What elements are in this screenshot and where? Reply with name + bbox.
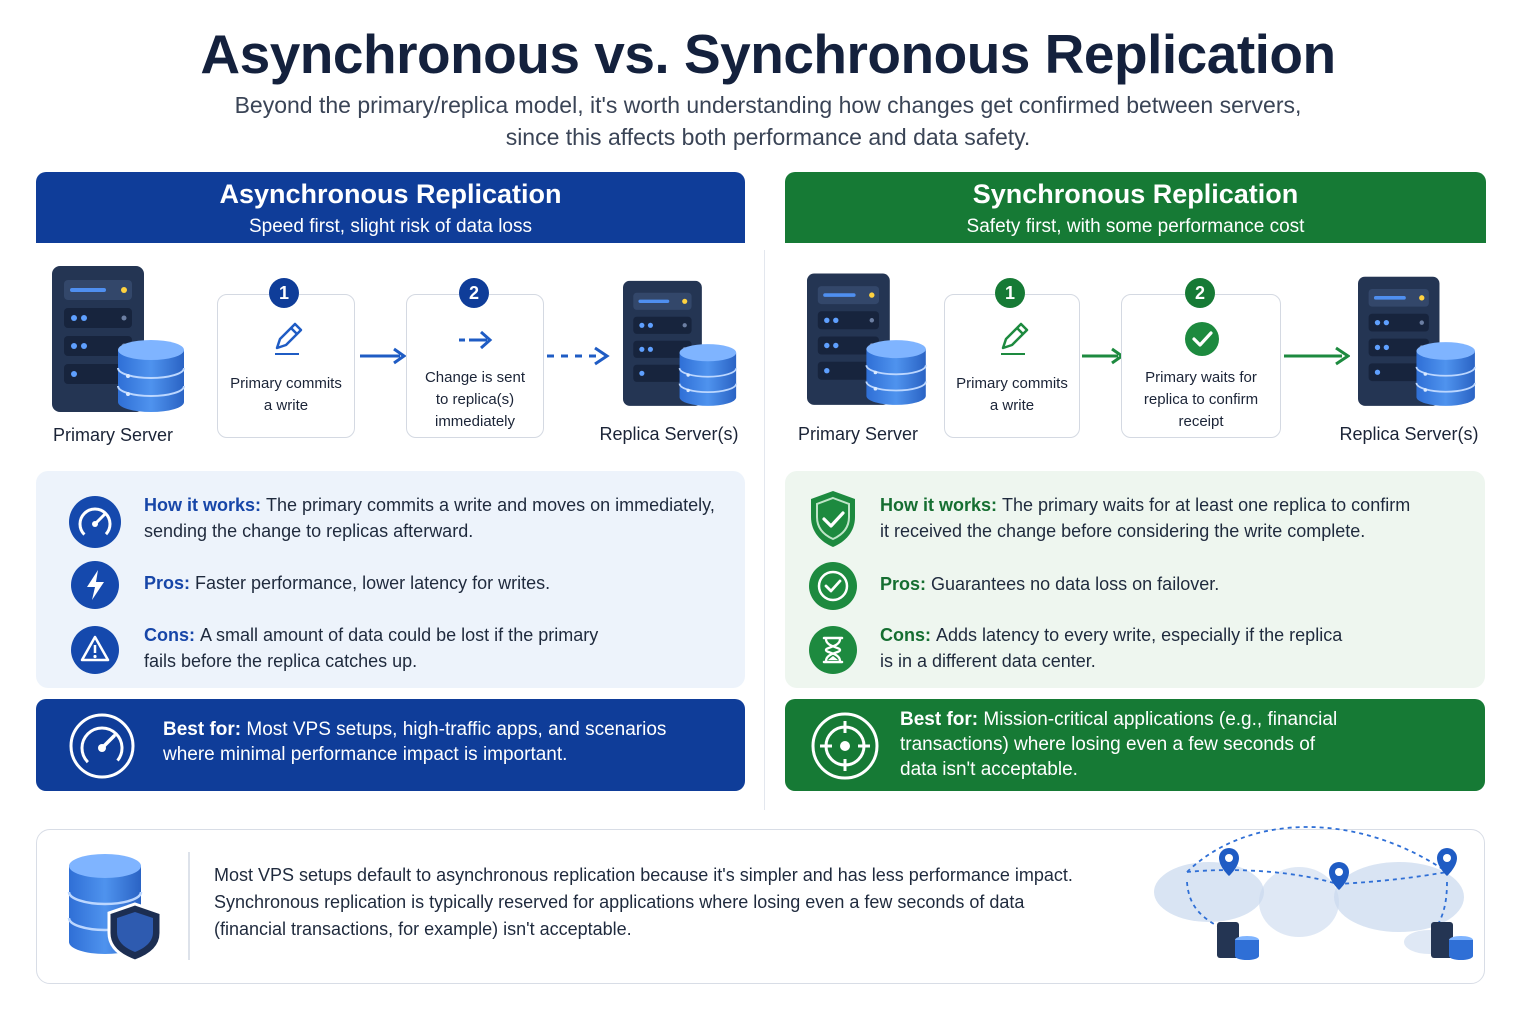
async-step-2: Change is sent to replica(s) immediately: [406, 294, 544, 438]
sync-cons-line-1: Adds latency to every write, especially …: [936, 625, 1343, 645]
async-step-2-badge: 2: [459, 278, 489, 308]
sync-best-text: Best for: Mission-critical applications …: [900, 707, 1337, 782]
async-header-subtitle: Speed first, slight risk of data loss: [248, 216, 532, 237]
sync-cons-line-2: is in a different data center.: [880, 651, 1096, 671]
sync-step-2-line-3: receipt: [1178, 413, 1224, 430]
pencil-icon: [269, 321, 305, 357]
page-title: Asynchronous vs. Synchronous Replication: [200, 23, 1336, 85]
sync-step-1: Primary commits a write: [944, 294, 1080, 438]
note-line-2: Synchronous replication is typically res…: [214, 892, 1025, 912]
sync-best-for-panel: Best for: Mission-critical applications …: [785, 699, 1485, 791]
async-step-2-line-1: Change is sent: [424, 369, 526, 386]
async-pros-label: Pros:: [144, 573, 191, 593]
sync-primary-server-icon: [807, 270, 933, 412]
sync-step-1-line-1: Primary commits: [956, 375, 1068, 392]
async-primary-server-label: Primary Server: [52, 425, 173, 445]
sync-step-2-badge: 2: [1185, 278, 1215, 308]
sync-step-1-line-2: a write: [989, 397, 1035, 414]
async-step-2-line-2: to replica(s): [435, 391, 515, 408]
sync-step-1-badge: 1: [995, 278, 1025, 308]
sync-best-line-2: transactions) where losing even a few se…: [900, 734, 1316, 755]
sync-how-row: How it works: The primary waits for at l…: [880, 492, 1410, 544]
sync-header: Synchronous Replication Safety first, wi…: [785, 172, 1486, 243]
check-circle-icon: [1184, 321, 1220, 357]
async-how-label: How it works:: [144, 495, 262, 515]
sync-pros-row: Pros: Guarantees no data loss on failove…: [880, 571, 1219, 597]
note-line-1: Most VPS setups default to asynchronous …: [214, 865, 1073, 885]
sync-cons-label: Cons:: [880, 625, 931, 645]
async-best-text: Best for: Most VPS setups, high-traffic …: [163, 717, 666, 767]
check-circle-icon: [808, 561, 858, 611]
sync-replica-server-label: Replica Server(s): [1339, 424, 1479, 444]
async-replica-server-icon: [623, 274, 743, 416]
async-step-1-line-1: Primary commits: [230, 375, 342, 392]
async-replica-server-label: Replica Server(s): [599, 424, 739, 444]
sync-arrow-2: [1282, 344, 1351, 373]
warning-icon: [70, 625, 120, 675]
sync-info-panel: How it works: The primary waits for at l…: [785, 471, 1485, 688]
world-map-replication-icon: [1129, 822, 1479, 982]
sync-arrow-1: [1080, 344, 1126, 373]
sync-best-line-1: Mission-critical applications (e.g., fin…: [983, 709, 1338, 730]
sync-step-2: Primary waits for replica to confirm rec…: [1121, 294, 1281, 438]
shield-check-icon: [807, 489, 859, 549]
gauge-icon: [68, 712, 136, 780]
async-best-line-1: Most VPS setups, high-traffic apps, and …: [246, 719, 667, 740]
async-arrow-1: [358, 344, 408, 373]
note-line-3: (financial transactions, for example) is…: [214, 919, 632, 939]
arrow-right-icon: [457, 325, 497, 355]
speedometer-icon: [68, 495, 122, 549]
async-primary-server-icon: [52, 266, 192, 416]
note-separator: [188, 852, 190, 960]
async-step-1-line-2: a write: [263, 397, 309, 414]
target-icon: [810, 711, 880, 781]
sync-how-line-2: it received the change before considerin…: [880, 521, 1366, 541]
async-step-1: Primary commits a write: [217, 294, 355, 438]
async-best-for-panel: Best for: Most VPS setups, high-traffic …: [36, 699, 745, 791]
async-how-line-2: sending the change to replicas afterward…: [144, 521, 474, 541]
async-header: Asynchronous Replication Speed first, sl…: [36, 172, 745, 243]
sync-pros-text: Guarantees no data loss on failover.: [931, 574, 1220, 594]
sync-header-subtitle: Safety first, with some performance cost: [966, 216, 1305, 237]
sync-pros-label: Pros:: [880, 574, 927, 594]
sync-how-line-1: The primary waits for at least one repli…: [1002, 495, 1411, 515]
async-cons-row: Cons: A small amount of data could be lo…: [144, 622, 598, 674]
async-cons-line-1: A small amount of data could be lost if …: [200, 625, 599, 645]
summary-note-text: Most VPS setups default to asynchronous …: [214, 862, 1073, 943]
async-cons-label: Cons:: [144, 625, 195, 645]
async-best-line-2: where minimal performance impact is impo…: [163, 744, 568, 765]
sync-best-label: Best for:: [900, 709, 979, 730]
pencil-icon: [995, 321, 1031, 357]
sync-cons-row: Cons: Adds latency to every write, espec…: [880, 622, 1342, 674]
async-pros-row: Pros: Faster performance, lower latency …: [144, 570, 550, 596]
sync-step-2-line-1: Primary waits for: [1145, 369, 1257, 386]
async-cons-line-2: fails before the replica catches up.: [144, 651, 418, 671]
column-divider: [764, 250, 765, 810]
async-step-2-line-3: immediately: [434, 413, 516, 430]
lightning-icon: [70, 560, 120, 610]
async-how-row: How it works: The primary commits a writ…: [144, 492, 715, 544]
database-shield-icon: [67, 852, 167, 962]
async-how-line-1: The primary commits a write and moves on…: [266, 495, 715, 515]
async-header-title: Asynchronous Replication: [219, 179, 562, 209]
subtitle-line-1: Beyond the primary/replica model, it's w…: [234, 92, 1302, 118]
sync-replica-server-icon: [1358, 272, 1482, 414]
summary-note-panel: Most VPS setups default to asynchronous …: [36, 826, 1485, 984]
hourglass-icon: [808, 625, 858, 675]
sync-header-title: Synchronous Replication: [972, 179, 1299, 209]
async-pros-text: Faster performance, lower latency for wr…: [195, 573, 551, 593]
sync-primary-server-label: Primary Server: [797, 424, 918, 444]
async-step-1-badge: 1: [269, 278, 299, 308]
async-arrow-2-dashed: [545, 344, 615, 373]
sync-best-line-3: data isn't acceptable.: [900, 759, 1078, 780]
sync-step-2-line-2: replica to confirm: [1143, 391, 1259, 408]
sync-how-label: How it works:: [880, 495, 998, 515]
async-best-label: Best for:: [163, 719, 242, 740]
subtitle-line-2: since this affects both performance and …: [505, 124, 1031, 150]
async-info-panel: How it works: The primary commits a writ…: [36, 471, 745, 688]
